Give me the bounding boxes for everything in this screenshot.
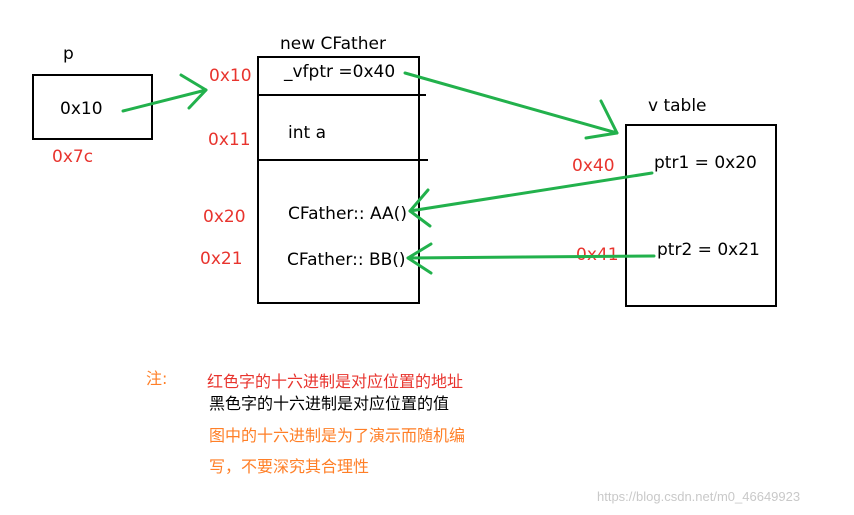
pointer-box (32, 74, 153, 140)
note-line-1: 红色字的十六进制是对应位置的地址 (207, 372, 464, 391)
object-row-aa-address: 0x20 (203, 207, 246, 227)
vtable-row-ptr1: ptr1 = 0x20 (654, 153, 757, 173)
pointer-label: p (63, 44, 74, 64)
object-row-aa: CFather:: AA() (288, 204, 407, 224)
arrow-ptr2-to-bb (406, 242, 656, 275)
vtable-box (625, 124, 777, 307)
arrow-ptr1-to-aa (408, 171, 654, 228)
object-row-bb-address: 0x21 (200, 249, 243, 269)
object-row-int-a-address: 0x11 (208, 130, 251, 150)
object-box (257, 56, 420, 304)
note-line-2: 黑色字的十六进制是对应位置的值 (209, 394, 450, 413)
arrow-p-to-object (121, 73, 208, 113)
object-divider (258, 159, 428, 161)
note-label: 注: (146, 369, 168, 388)
object-row-bb: CFather:: BB() (287, 250, 406, 270)
vtable-title: v table (648, 96, 707, 116)
object-title: new CFather (280, 34, 386, 54)
object-row-int-a: int a (288, 123, 326, 143)
vtable-row-ptr1-address: 0x40 (572, 156, 615, 176)
vtable-row-ptr2: ptr2 = 0x21 (657, 240, 760, 260)
object-row-vfptr: _vfptr =0x40 (284, 62, 396, 82)
pointer-address: 0x7c (52, 147, 94, 167)
note-line-4: 写，不要深究其合理性 (209, 457, 370, 476)
arrow-vfptr-to-vtable (403, 71, 619, 140)
note-line-3: 图中的十六进制是为了演示而随机编 (209, 426, 466, 445)
object-divider (258, 94, 426, 96)
pointer-value: 0x10 (60, 99, 103, 119)
object-row-vfptr-address: 0x10 (209, 66, 252, 86)
watermark: https://blog.csdn.net/m0_46649923 (597, 489, 801, 504)
